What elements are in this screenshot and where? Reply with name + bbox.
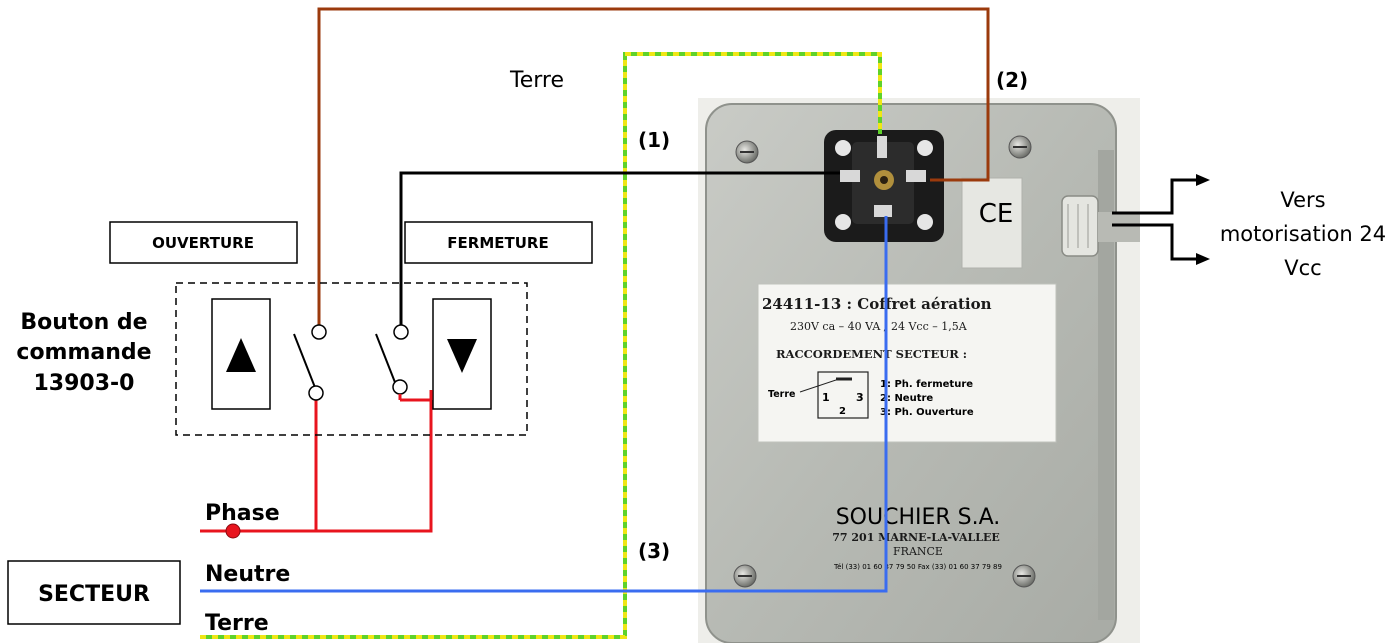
fermeture-label: FERMETURE (447, 234, 548, 252)
neutre-label: Neutre (205, 562, 290, 587)
vers-label-line1: Vers (1280, 188, 1325, 212)
connector-1-label: (1) (638, 128, 670, 152)
black-wire (399, 171, 840, 326)
plate-section: RACCORDEMENT SECTEUR : (776, 347, 967, 361)
info-plate: 24411-13 : Coffret aération 230V ca – 40… (757, 283, 1057, 443)
ouverture-box (109, 221, 298, 264)
vers-label-line2: motorisation 24 (1220, 222, 1386, 246)
legend-3: 3: Ph. Ouverture (880, 407, 974, 418)
command-button (175, 282, 528, 436)
secteur-box (7, 560, 181, 625)
maker-country: FRANCE (893, 545, 943, 558)
maker-phone: Tél (33) 01 60 37 79 50 Fax (33) 01 60 3… (833, 563, 1002, 571)
screw-icon (733, 564, 757, 588)
connector-block (824, 130, 944, 242)
cable-gland (1061, 195, 1140, 257)
legend-2: 2: Neutre (880, 393, 933, 404)
bouton-label-line2: commande (16, 340, 151, 365)
screw-icon (735, 140, 759, 164)
terre-top-label: Terre (509, 68, 564, 93)
connector-2-label: (2) (996, 68, 1028, 92)
red-phase-wire (200, 400, 433, 539)
arrow-right-icon (1196, 174, 1210, 186)
motor-output-arrows (1112, 174, 1210, 265)
maker-name: SOUCHIER S.A. (836, 505, 1001, 530)
screw-icon (1008, 135, 1032, 159)
ouverture-label: OUVERTURE (152, 234, 254, 252)
screw-icon (1012, 564, 1036, 588)
arrow-right-icon (1196, 253, 1210, 265)
terre-bottom-label: Terre (205, 611, 269, 636)
maker-address: 77 201 MARNE-LA-VALLEE (832, 531, 999, 544)
legend-1: 1: Ph. fermeture (880, 379, 973, 390)
bouton-label-line1: Bouton de (20, 310, 147, 335)
plate-title: 24411-13 : Coffret aération (762, 295, 992, 313)
pin-1-label: 1 (822, 391, 830, 404)
secteur-label: SECTEUR (38, 582, 150, 607)
control-box: CE 24411-13 : Coffret aération 230V ca –… (698, 98, 1140, 643)
phase-label: Phase (205, 501, 280, 526)
bouton-label-line3: 13903-0 (34, 371, 135, 396)
ce-mark: CE (979, 199, 1014, 229)
plate-spec: 230V ca – 40 VA / 24 Vcc – 1,5A (790, 320, 968, 333)
vers-label-line3: Vcc (1284, 256, 1321, 280)
earth-wire (200, 52, 882, 639)
fermeture-box (404, 221, 593, 264)
blue-wire (200, 216, 888, 593)
pin-3-label: 3 (856, 391, 864, 404)
brown-wire (317, 7, 990, 326)
pin-earth-label: Terre (768, 389, 795, 400)
down-triangle-icon (447, 339, 477, 373)
connector-3-label: (3) (638, 539, 670, 563)
pin-2-label: 2 (839, 406, 846, 417)
up-triangle-icon (226, 338, 256, 372)
